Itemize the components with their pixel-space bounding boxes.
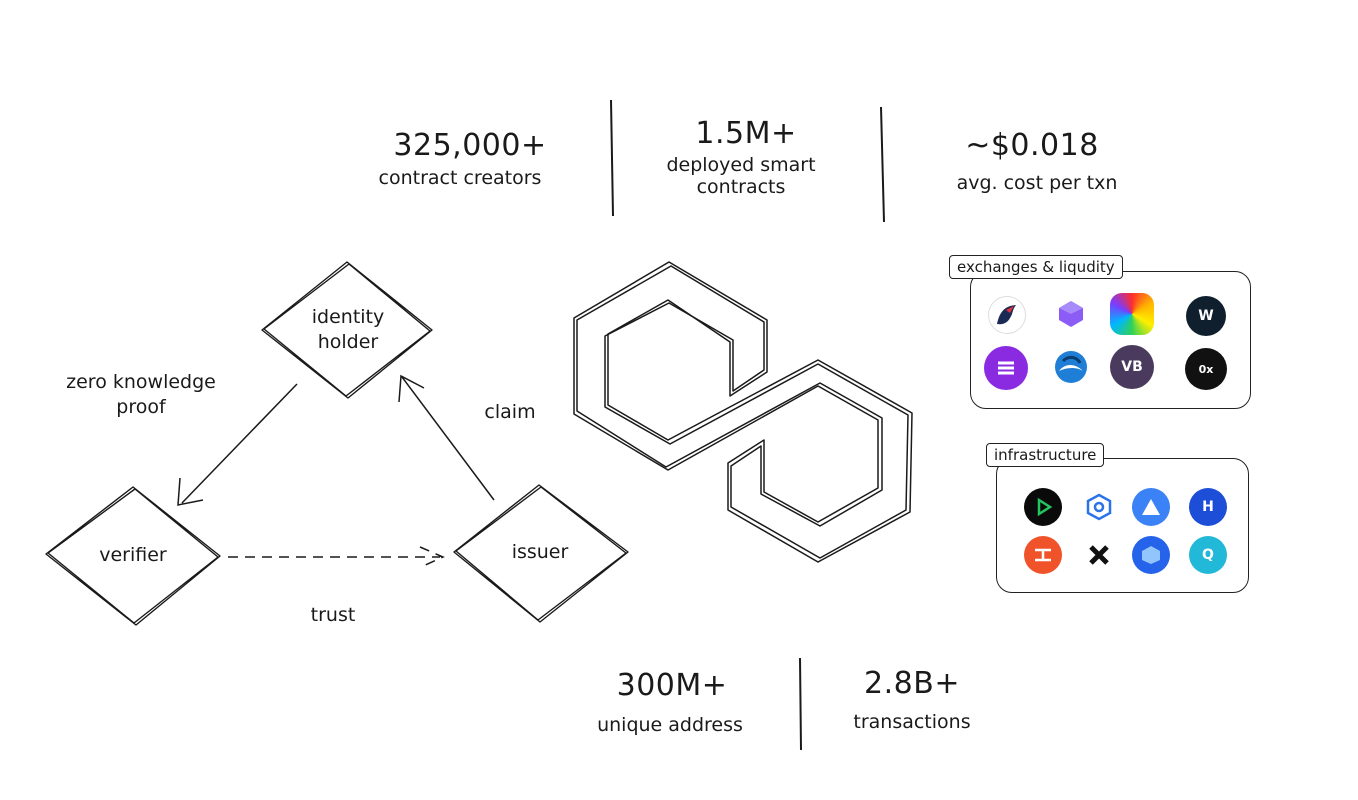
blue-h-icon: H xyxy=(1189,488,1227,526)
dragon-wave-icon xyxy=(1052,348,1090,386)
node-identity-holder: identity holder xyxy=(286,305,410,354)
0x-icon: 0x xyxy=(1185,348,1227,390)
arrow-claim xyxy=(398,374,495,501)
node-issuer: issuer xyxy=(511,541,569,563)
blue-cube-icon xyxy=(1132,536,1170,574)
divider-top-2 xyxy=(880,106,885,223)
green-play-icon xyxy=(1024,488,1062,526)
blue-ring-icon xyxy=(1080,488,1118,526)
panel-infrastructure-title: infrastructure xyxy=(986,443,1105,467)
stat-unique-address-value: 300M+ xyxy=(616,668,728,703)
blue-triangle-icon xyxy=(1132,488,1170,526)
edge-zkp-line1: zero knowledge xyxy=(66,371,216,393)
purple-gem-icon xyxy=(1053,296,1089,332)
stat-transactions-label: transactions xyxy=(853,711,971,733)
node-verifier: verifier xyxy=(99,544,167,566)
edge-zkp-label: zero knowledge proof xyxy=(50,370,232,419)
node-identity-holder-line1: identity xyxy=(311,306,385,328)
orange-grid-icon xyxy=(1024,536,1062,574)
divider-top-1 xyxy=(610,99,614,217)
cyan-q-icon: Q xyxy=(1189,536,1227,574)
center-logo-icon xyxy=(573,261,913,563)
diamond-verifier xyxy=(45,486,221,626)
stat-smart-contracts-label-line1: deployed smart xyxy=(666,154,816,176)
1inch-unicorn-icon xyxy=(988,296,1026,334)
diamond-issuer xyxy=(453,484,629,623)
diamond-identity-holder xyxy=(261,261,433,399)
stat-cost-value: ~$0.018 xyxy=(965,128,1099,163)
edge-claim-label: claim xyxy=(484,401,536,423)
stat-unique-address-label: unique address xyxy=(597,714,743,736)
black-x-icon xyxy=(1080,536,1118,574)
edge-zkp-line2: proof xyxy=(116,395,166,418)
stat-contract-creators-value: 325,000+ xyxy=(393,128,547,163)
arrow-trust xyxy=(228,546,445,568)
edge-trust-label: trust xyxy=(310,604,356,626)
stat-cost-label: avg. cost per txn xyxy=(956,172,1118,194)
stat-smart-contracts-label: deployed smart contracts xyxy=(648,154,834,199)
stat-smart-contracts-value: 1.5M+ xyxy=(695,116,797,151)
panel-exchanges-title: exchanges & liqudity xyxy=(949,255,1123,279)
woo-icon: W xyxy=(1186,296,1226,336)
curve-rainbow-icon xyxy=(1110,293,1154,335)
divider-bottom xyxy=(799,657,802,751)
stat-contract-creators-label: contract creators xyxy=(378,167,542,189)
purple-stripes-icon xyxy=(984,346,1028,390)
vb-badge-icon: VB xyxy=(1110,345,1154,389)
stat-smart-contracts-label-line2: contracts xyxy=(696,175,786,198)
arrow-zkp xyxy=(177,383,298,506)
node-identity-holder-line2: holder xyxy=(317,330,379,353)
stat-transactions-value: 2.8B+ xyxy=(864,666,960,701)
